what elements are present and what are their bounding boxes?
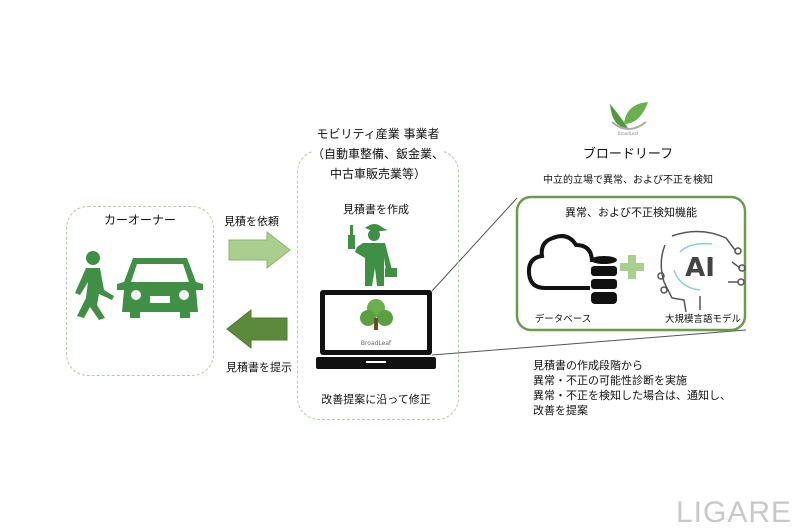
broadleaf-logo-icon — [610, 102, 648, 130]
broadleaf-logo-text: BroadLeaf — [617, 131, 639, 136]
car-icon — [117, 258, 203, 318]
car-owner-title: カーオーナー — [99, 211, 181, 228]
notes: 見積書の作成段階から 異常・不正の可能性診断を実施 異常・不正を検知した場合は、… — [533, 358, 731, 418]
business-title: モビリティ産業 事業者 （自動車整備、鈑金業、 中古車販売業等） — [311, 124, 445, 184]
note-line: 異常・不正を検知した場合は、通知し、 — [533, 389, 731, 402]
ai-brain-icon — [657, 230, 746, 313]
broadleaf-tree-logo — [360, 299, 393, 330]
watermark: LIGARE — [676, 496, 793, 529]
ai-label: AI — [685, 253, 715, 283]
broadleaf-tagline: 中立的立場で異常、および不正を検知 — [543, 175, 713, 186]
mechanic-icon — [348, 224, 397, 286]
present-arrow — [226, 308, 288, 350]
note-line: 異常・不正の可能性診断を実施 — [533, 374, 687, 387]
note-line: 見積書の作成段階から — [533, 359, 643, 372]
note-line: 改善を提案 — [533, 404, 588, 417]
business-title-line: モビリティ産業 事業者 — [316, 127, 440, 141]
connector-line — [431, 329, 747, 356]
business-title-line: （自動車整備、鈑金業、 — [311, 147, 445, 161]
car-owner-box — [66, 206, 214, 376]
laptop-icon — [316, 290, 436, 369]
fix-label: 改善提案に沿って修正 — [321, 393, 431, 406]
business-box — [297, 150, 459, 420]
request-arrow — [228, 230, 291, 270]
database-label: データベース — [534, 314, 592, 325]
create-estimate-label: 見積書を作成 — [343, 203, 409, 216]
plus-icon — [620, 255, 644, 279]
detection-title: 異常、および不正検知機能 — [565, 206, 697, 219]
laptop-logo-text: BroadLeaf — [360, 340, 392, 347]
request-label: 見積を依頼 — [224, 215, 279, 228]
business-title-line: 中古車販売業等） — [329, 167, 427, 181]
cloud-icon — [526, 234, 594, 290]
present-label: 見積書を提示 — [226, 361, 292, 374]
broadleaf-name: ブロードリーフ — [582, 147, 674, 162]
connector-line — [431, 197, 518, 292]
database-icon — [591, 256, 617, 304]
llm-label: 大規模言語モデル — [664, 314, 742, 325]
person-walking-icon — [75, 251, 114, 320]
